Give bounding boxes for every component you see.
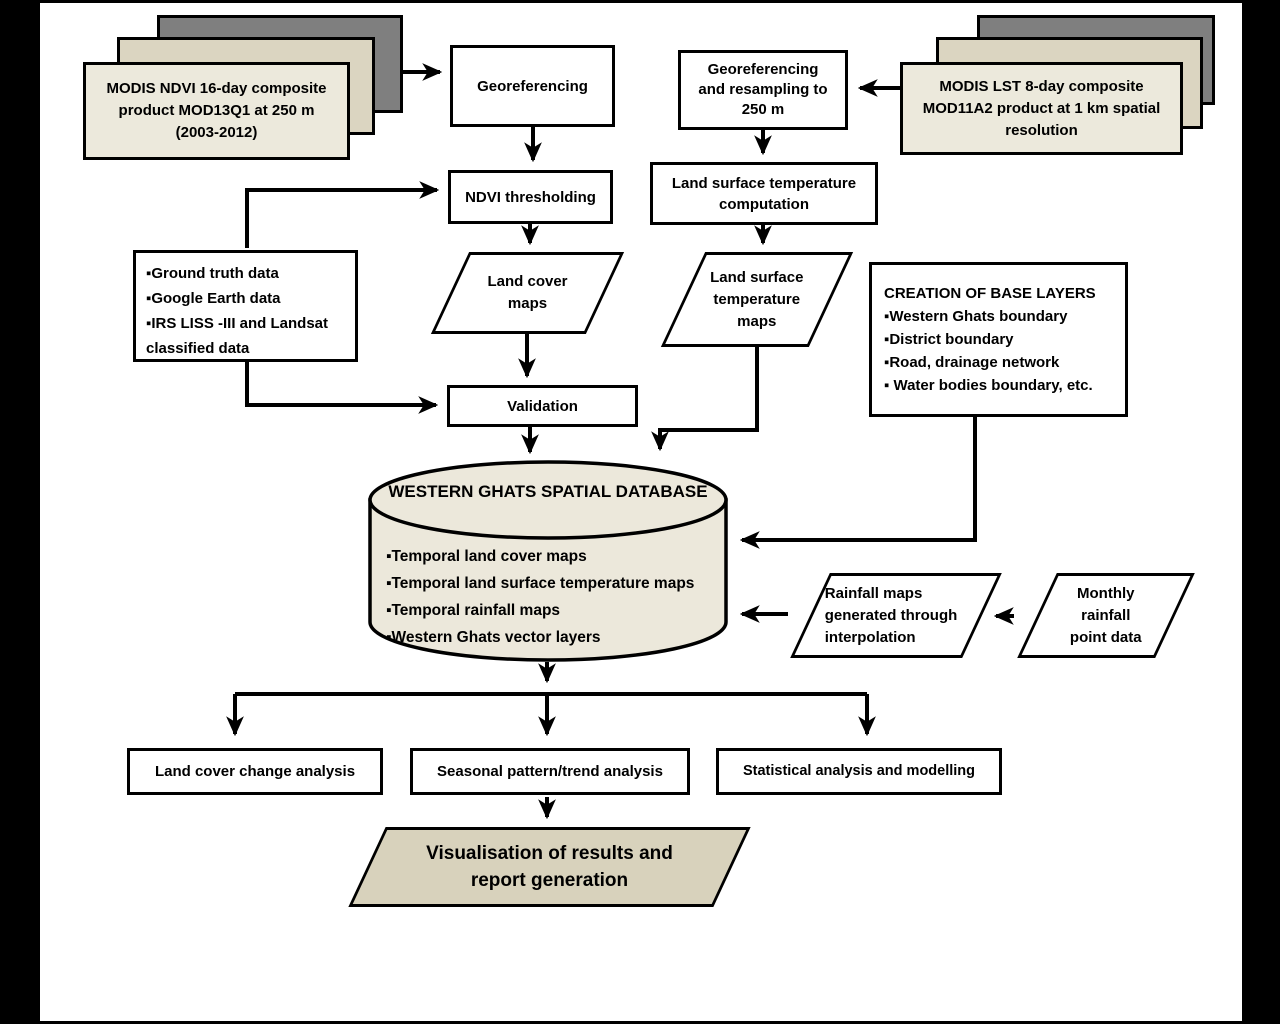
land-cover-change-label: Land cover change analysis [154, 763, 356, 780]
seasonal-analysis: Seasonal pattern/trend analysis [410, 748, 690, 795]
modis-ndvi-input: MODIS NDVI 16-day composite product MOD1… [83, 62, 350, 160]
base-layers-line: ▪ Water bodies boundary, etc. [884, 377, 1093, 394]
database-line: ▪Temporal land cover maps [386, 548, 587, 565]
arrow-ground-truth-to-validation [245, 362, 439, 414]
spatial-database-cylinder [368, 460, 728, 662]
base-layers-line: ▪Western Ghats boundary [884, 308, 1068, 325]
ground-truth-line: ▪Ground truth data [146, 265, 279, 282]
land-cover-maps-line: maps [507, 295, 548, 312]
seasonal-analysis-label: Seasonal pattern/trend analysis [437, 763, 663, 780]
rainfall-maps-line: generated through [825, 606, 958, 624]
letterbox-left [0, 0, 40, 1024]
rainfall-maps-line: Rainfall maps [825, 584, 923, 602]
monthly-rainfall-node: Monthly rainfall point data [1017, 573, 1195, 658]
georef-resampling-line: Georeferencing [707, 61, 819, 78]
statistical-analysis: Statistical analysis and modelling [716, 748, 1002, 795]
statistical-analysis-label: Statistical analysis and modelling [742, 763, 976, 779]
modis-lst-line: MODIS LST 8-day composite [939, 77, 1144, 95]
lst-computation-step: Land surface temperature computation [650, 162, 878, 225]
database-line: ▪Western Ghats vector layers [386, 629, 601, 646]
letterbox-bottom [0, 1021, 1280, 1024]
rainfall-maps-node: Rainfall maps generated through interpol… [790, 573, 1002, 658]
visualisation-output: Visualisation of results and report gene… [348, 827, 751, 907]
database-title: WESTERN GHATS SPATIAL DATABASE [388, 482, 708, 501]
validation-label: Validation [507, 397, 578, 415]
base-layers-line: ▪District boundary [884, 331, 1014, 348]
ground-truth-line: ▪Google Earth data [146, 290, 281, 307]
modis-ndvi-line: product MOD13Q1 at 250 m [118, 102, 315, 119]
rainfall-maps-line: interpolation [825, 628, 916, 646]
ground-truth-data-box: ▪Ground truth data ▪Google Earth data ▪I… [133, 250, 358, 362]
monthly-rainfall-line: Monthly [1077, 584, 1135, 602]
modis-lst-line: MOD11A2 product at 1 km spatial [922, 99, 1161, 117]
letterbox-top [0, 0, 1280, 3]
validation-step: Validation [447, 385, 638, 427]
ndvi-thresholding-step: NDVI thresholding [448, 170, 613, 224]
base-layers-line: ▪Road, drainage network [884, 354, 1060, 371]
land-cover-change-analysis: Land cover change analysis [127, 748, 383, 795]
modis-lst-input: MODIS LST 8-day composite MOD11A2 produc… [900, 62, 1183, 155]
georef-resampling-line: 250 m [741, 101, 785, 118]
base-layers-title: CREATION OF BASE LAYERS [884, 285, 1096, 302]
letterbox-right [1242, 0, 1280, 1024]
georef-resampling-step: Georeferencing and resampling to 250 m [678, 50, 848, 130]
georeferencing-step: Georeferencing [450, 45, 615, 127]
arrow-ground-truth-to-thresholding [245, 181, 440, 248]
monthly-rainfall-line: point data [1070, 628, 1142, 646]
modis-ndvi-line: MODIS NDVI 16-day composite [106, 80, 327, 97]
ndvi-thresholding-label: NDVI thresholding [465, 188, 596, 206]
base-layers-box: CREATION OF BASE LAYERS ▪Western Ghats b… [869, 262, 1128, 417]
lst-computation-line: Land surface temperature [671, 174, 857, 192]
lst-maps-line: temperature [713, 290, 801, 308]
ground-truth-line: classified data [146, 340, 250, 357]
lst-computation-line: computation [719, 195, 809, 213]
visualisation-line: report generation [470, 870, 629, 891]
database-line: ▪Temporal land surface temperature maps [386, 575, 695, 592]
modis-lst-line: resolution [1005, 121, 1078, 139]
ground-truth-line: ▪IRS LISS -III and Landsat [146, 315, 329, 332]
georef-resampling-line: and resampling to [698, 81, 828, 98]
land-cover-maps-line: Land cover [487, 273, 568, 290]
monthly-rainfall-line: rainfall [1081, 606, 1131, 624]
database-line: ▪Temporal rainfall maps [386, 602, 561, 619]
lst-maps-output: Land surface temperature maps [660, 252, 854, 347]
lst-maps-line: Land surface [710, 268, 804, 286]
arrow-lst-maps-to-database [651, 347, 759, 452]
visualisation-line: Visualisation of results and [426, 843, 673, 864]
lst-maps-line: maps [737, 312, 777, 330]
database-contents: ▪Temporal land cover maps ▪Temporal land… [386, 543, 721, 651]
georeferencing-label: Georeferencing [477, 77, 588, 95]
modis-ndvi-line: (2003-2012) [175, 124, 258, 141]
arrow-base-layers-to-database [739, 417, 977, 549]
